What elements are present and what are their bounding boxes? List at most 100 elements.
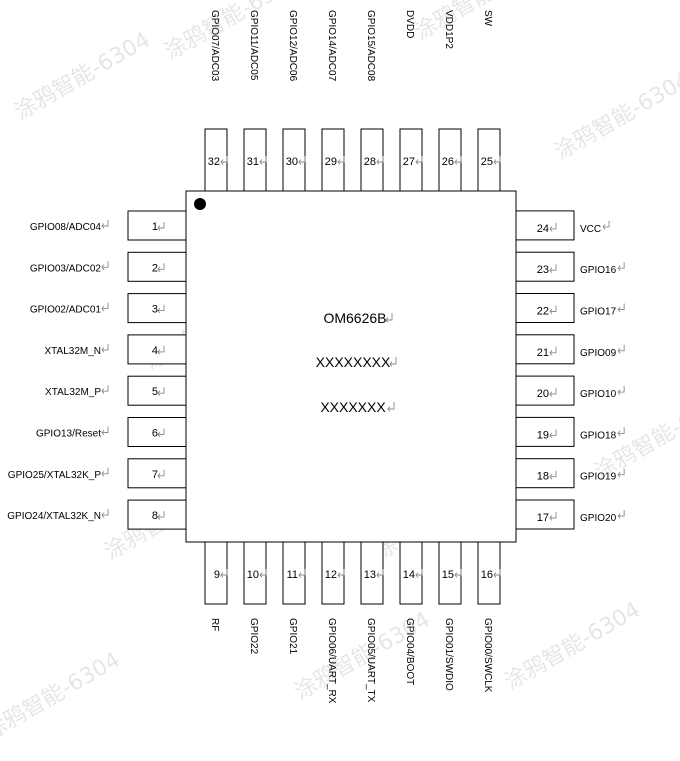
- pin-label-21: GPIO09: [580, 348, 617, 359]
- pin-box-24: [515, 210, 575, 241]
- return-icon: [298, 156, 306, 165]
- pin-number-13: 13: [364, 569, 376, 581]
- pin-number-5: 5: [152, 386, 158, 398]
- pin-number-2: 2: [152, 262, 158, 274]
- return-icon: [549, 222, 557, 232]
- pin-label-8: GPIO24/XTAL32K_N: [7, 511, 101, 522]
- pin-label-18: GPIO19: [580, 472, 617, 483]
- return-icon: [157, 263, 165, 273]
- chip-line2-return-icon: [389, 357, 397, 367]
- return-icon: [101, 261, 109, 271]
- watermark-text: 涂鸦智能-6304: [11, 28, 155, 126]
- pin-label-25: SW: [482, 10, 493, 27]
- pin-label-24: VCC: [580, 224, 601, 235]
- pin-number-9: 9: [214, 569, 220, 581]
- return-icon: [493, 156, 501, 165]
- return-icon: [549, 388, 557, 397]
- pin-label-3: GPIO02/ADC01: [30, 305, 102, 316]
- return-icon: [549, 346, 557, 356]
- pin-number-30: 30: [286, 156, 298, 168]
- return-icon: [157, 304, 165, 314]
- pin-number-25: 25: [481, 156, 493, 168]
- pin-number-19: 19: [537, 429, 549, 441]
- pin-label-17: GPIO20: [580, 513, 617, 524]
- chip-line3-return-icon: [387, 402, 395, 412]
- return-icon: [617, 427, 625, 437]
- pin-number-16: 16: [481, 569, 493, 581]
- pin-box-22: [515, 293, 575, 323]
- pin-box-6: [127, 417, 187, 447]
- pin-number-11: 11: [287, 569, 298, 581]
- return-icon: [337, 569, 345, 578]
- pin-label-22: GPIO17: [580, 307, 617, 318]
- return-icon: [337, 156, 345, 165]
- pin-number-12: 12: [325, 569, 337, 581]
- pin-label-16: GPIO00/SWCLK: [482, 618, 493, 693]
- pin-number-6: 6: [152, 428, 158, 440]
- pin-number-31: 31: [247, 156, 259, 168]
- pin-box-4: [127, 334, 187, 365]
- pin-label-23: GPIO16: [580, 265, 617, 276]
- pin-box-7: [127, 458, 187, 489]
- return-icon: [157, 222, 165, 231]
- pin-number-3: 3: [152, 304, 158, 316]
- pin-box-1: [127, 210, 187, 241]
- return-icon: [101, 509, 109, 518]
- pin-number-26: 26: [442, 156, 454, 168]
- watermark-text: 涂鸦智能-6304: [0, 648, 125, 746]
- return-icon: [549, 264, 557, 273]
- return-icon: [220, 156, 228, 165]
- pin-label-7: GPIO25/XTAL32K_P: [8, 470, 102, 481]
- pin-box-19: [515, 416, 575, 447]
- pin-number-22: 22: [537, 306, 549, 318]
- return-icon: [259, 156, 267, 165]
- return-icon: [298, 569, 306, 578]
- return-icon: [549, 305, 557, 315]
- pin-number-8: 8: [152, 510, 158, 522]
- pin-label-13: GPIO05/UART_TX: [365, 618, 376, 703]
- pin-number-29: 29: [325, 156, 337, 168]
- return-icon: [549, 512, 557, 521]
- pin-label-19: GPIO18: [580, 430, 617, 441]
- pin-box-17: [515, 499, 575, 530]
- return-icon: [549, 470, 557, 480]
- pin-box-23: [515, 251, 575, 282]
- watermark-text: 涂鸦智能-6304: [551, 68, 680, 166]
- return-icon: [101, 220, 109, 229]
- return-icon: [157, 511, 165, 520]
- pin-box-21: [515, 334, 575, 365]
- chip-line-3: XXXXXXX: [320, 399, 386, 415]
- pin-box-18: [515, 458, 575, 489]
- pin-box-2: [127, 251, 187, 282]
- pin-label-31: GPIO11/ADC05: [248, 10, 259, 81]
- return-icon: [101, 302, 109, 312]
- pin-label-10: GPIO22: [248, 618, 259, 655]
- pin-label-20: GPIO10: [580, 389, 617, 400]
- return-icon: [602, 220, 610, 230]
- return-icon: [101, 343, 109, 353]
- pin-number-1: 1: [152, 221, 158, 233]
- return-icon: [617, 510, 625, 519]
- pin-number-27: 27: [403, 156, 415, 168]
- pin-label-26: VDD1P2: [443, 10, 454, 49]
- watermark-text: 涂鸦智能-6304: [161, 0, 305, 65]
- pin-box-5: [127, 375, 187, 406]
- pin-number-17: 17: [537, 512, 549, 524]
- chip-line-2: XXXXXXXX: [316, 354, 391, 370]
- return-icon: [376, 156, 384, 165]
- pin-number-20: 20: [537, 388, 549, 400]
- return-icon: [454, 156, 462, 165]
- pin-label-6: GPIO13/Reset: [36, 429, 101, 440]
- pin-box-20: [515, 375, 575, 406]
- pin-number-21: 21: [537, 347, 549, 359]
- return-icon: [415, 156, 423, 165]
- pins-layer: 1GPIO08/ADC042GPIO03/ADC023GPIO02/ADC014…: [7, 10, 625, 704]
- pin-label-12: GPIO06/UART_RX: [326, 618, 337, 704]
- pin-number-32: 32: [208, 156, 220, 168]
- pin-box-8: [127, 499, 187, 530]
- return-icon: [157, 428, 165, 438]
- pin-number-18: 18: [537, 471, 549, 483]
- return-icon: [376, 569, 384, 578]
- return-icon: [617, 344, 625, 354]
- watermark-text: 涂鸦智能-6304: [501, 598, 645, 696]
